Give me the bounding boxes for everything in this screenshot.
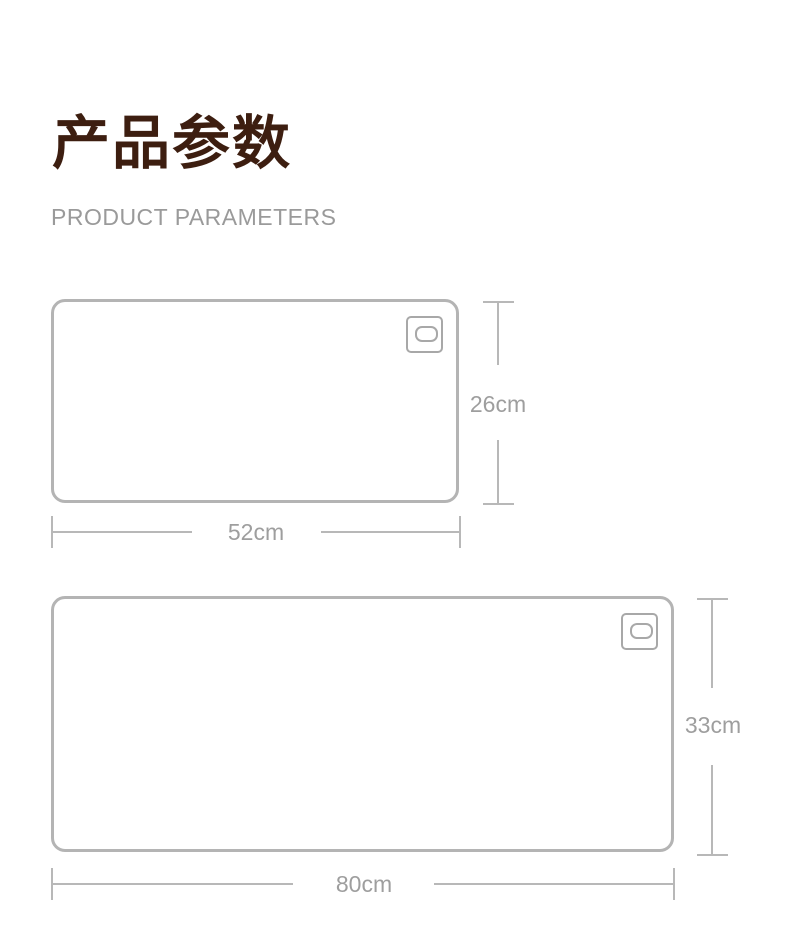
product-outline-small bbox=[51, 299, 459, 503]
width-dimension-cap-right bbox=[673, 868, 675, 900]
product-outline-large bbox=[51, 596, 674, 852]
height-dimension-label: 26cm bbox=[469, 391, 527, 417]
control-button-icon bbox=[406, 316, 443, 353]
page-title: 产品参数 bbox=[52, 109, 293, 177]
height-dimension-cap-bottom bbox=[483, 503, 514, 505]
height-dimension-line-bottom bbox=[497, 440, 499, 504]
width-dimension-cap-right bbox=[459, 516, 461, 548]
control-button-icon bbox=[621, 613, 658, 650]
height-dimension-cap-bottom bbox=[697, 854, 728, 856]
height-dimension-line-top bbox=[711, 598, 713, 688]
height-dimension-line-bottom bbox=[711, 765, 713, 855]
width-dimension-label: 52cm bbox=[227, 519, 285, 545]
height-dimension-label: 33cm bbox=[684, 712, 742, 738]
page-subtitle: PRODUCT PARAMETERS bbox=[51, 204, 337, 230]
width-dimension-label: 80cm bbox=[335, 871, 393, 897]
width-dimension-line-right bbox=[434, 883, 674, 885]
width-dimension-line-left bbox=[51, 531, 192, 533]
width-dimension-line-left bbox=[51, 883, 293, 885]
height-dimension-line-top bbox=[497, 301, 499, 365]
width-dimension-line-right bbox=[321, 531, 460, 533]
